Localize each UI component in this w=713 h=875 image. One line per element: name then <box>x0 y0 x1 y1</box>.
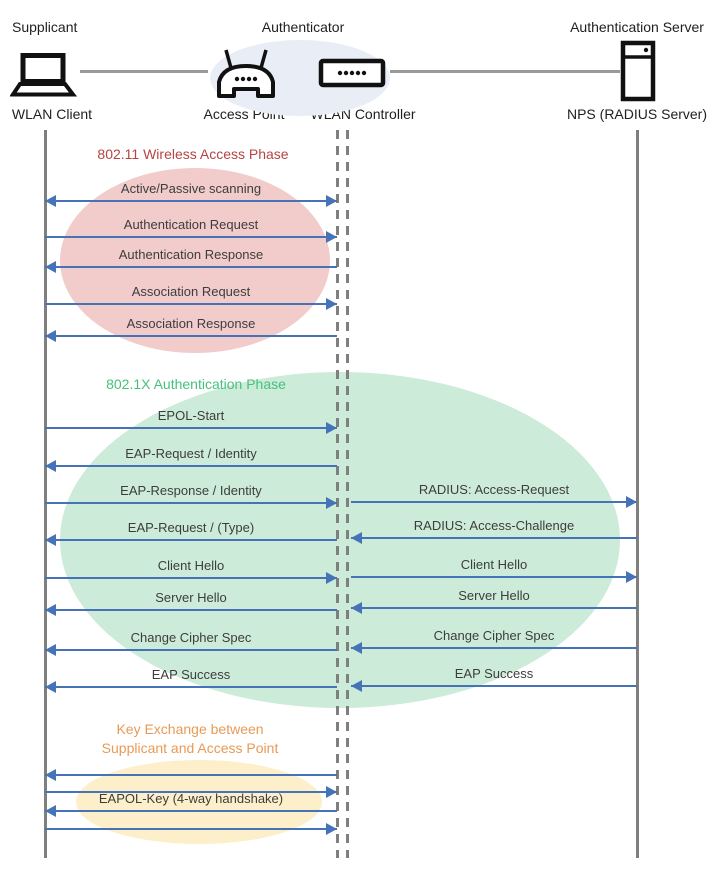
phase-title: 802.1X Authentication Phase <box>106 376 286 392</box>
arrowhead-left <box>45 681 56 693</box>
message-label: Server Hello <box>155 590 227 605</box>
message-arrow <box>45 502 337 504</box>
arrowhead-right <box>326 231 337 243</box>
message-arrow <box>45 791 337 793</box>
message-arrow <box>45 335 337 337</box>
server-icon <box>620 40 656 102</box>
message-label: Change Cipher Spec <box>433 628 555 643</box>
arrowhead-left <box>45 261 56 273</box>
arrowhead-right <box>626 496 637 508</box>
message-arrow <box>45 236 337 238</box>
message-arrow <box>45 266 337 268</box>
connector-line-controller-server <box>390 70 620 73</box>
arrowhead-right <box>326 298 337 310</box>
arrowhead-left <box>45 805 56 817</box>
arrowhead-right <box>326 823 337 835</box>
arrowhead-left <box>45 195 56 207</box>
message-label: Client Hello <box>157 558 225 573</box>
arrowhead-right <box>326 422 337 434</box>
supplicant-lifeline <box>44 130 47 858</box>
laptop-icon <box>10 53 78 97</box>
arrowhead-left <box>45 769 56 781</box>
message-arrow <box>351 685 637 687</box>
message-label: EAP-Request / (Type) <box>127 520 255 535</box>
supplicant-role-label: Supplicant <box>12 19 78 35</box>
arrowhead-left <box>351 602 362 614</box>
arrowhead-right <box>326 497 337 509</box>
message-arrow <box>351 607 637 609</box>
arrowhead-left <box>45 604 56 616</box>
connector-line-client-ap <box>80 70 208 73</box>
message-arrow <box>45 686 337 688</box>
message-arrow <box>351 501 637 503</box>
authentication-server-role-label: Authentication Server <box>570 19 704 35</box>
message-arrow <box>45 539 337 541</box>
arrowhead-right <box>326 572 337 584</box>
message-label: RADIUS: Access-Challenge <box>413 518 575 533</box>
arrowhead-left <box>351 680 362 692</box>
message-label: EAP Success <box>454 666 534 681</box>
message-arrow <box>45 649 337 651</box>
wlan-controller-icon <box>318 58 386 88</box>
message-arrow <box>45 303 337 305</box>
access-point-icon <box>217 49 275 98</box>
message-label: EPOL-Start <box>157 408 225 423</box>
arrowhead-left <box>45 534 56 546</box>
message-label: Client Hello <box>460 557 528 572</box>
message-arrow <box>45 828 337 830</box>
message-label: EAP-Response / Identity <box>120 483 262 498</box>
arrowhead-left <box>45 460 56 472</box>
arrowhead-left <box>351 642 362 654</box>
phase-title: Supplicant and Access Point <box>101 740 279 756</box>
message-label: Association Request <box>131 284 251 299</box>
phase1-ellipse <box>60 168 330 353</box>
message-arrow <box>45 774 337 776</box>
message-label: Server Hello <box>458 588 530 603</box>
controller-lifeline-right <box>346 130 349 858</box>
message-arrow <box>45 609 337 611</box>
server-lifeline <box>636 130 639 858</box>
message-label: Active/Passive scanning <box>120 181 262 196</box>
arrowhead-left <box>45 330 56 342</box>
message-arrow <box>45 200 337 202</box>
message-label: EAPOL-Key (4-way handshake) <box>98 791 284 806</box>
message-arrow <box>45 465 337 467</box>
message-arrow <box>45 427 337 429</box>
arrowhead-left <box>351 532 362 544</box>
message-label: EAP-Request / Identity <box>125 446 257 461</box>
nps-radius-server-label: NPS (RADIUS Server) <box>566 106 708 122</box>
message-arrow <box>351 647 637 649</box>
message-arrow <box>351 576 637 578</box>
message-label: EAP Success <box>151 667 231 682</box>
message-label: Authentication Request <box>123 217 259 232</box>
arrowhead-right <box>626 571 637 583</box>
arrowhead-left <box>45 644 56 656</box>
controller-lifeline-left <box>336 130 339 858</box>
message-label: RADIUS: Access-Request <box>418 482 570 497</box>
message-arrow <box>351 537 637 539</box>
message-label: Authentication Response <box>118 247 264 262</box>
message-label: Association Response <box>126 316 256 331</box>
phase-title: 802.11 Wireless Access Phase <box>97 146 289 162</box>
phase-title: Key Exchange between <box>116 721 264 737</box>
message-arrow <box>45 810 337 812</box>
authenticator-role-label: Authenticator <box>261 19 345 35</box>
wlan-client-label: WLAN Client <box>11 106 93 122</box>
message-label: Change Cipher Spec <box>130 630 252 645</box>
arrowhead-right <box>326 195 337 207</box>
message-arrow <box>45 577 337 579</box>
arrowhead-right <box>326 786 337 798</box>
